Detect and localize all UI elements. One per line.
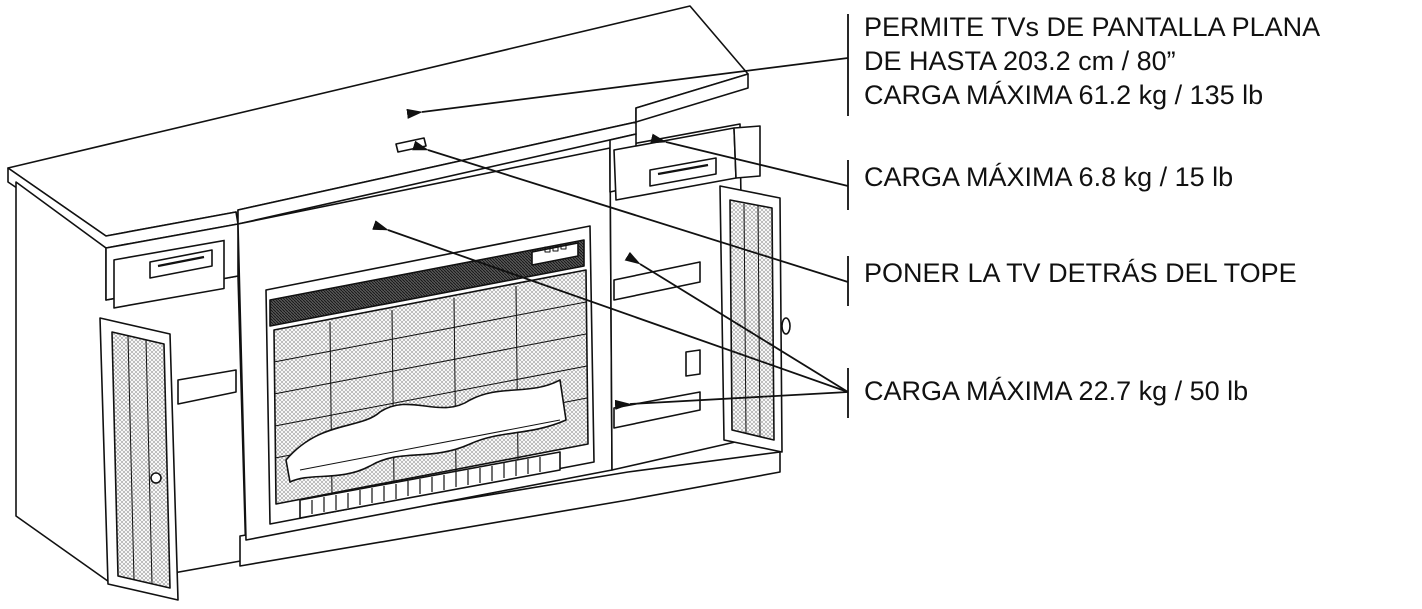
right-door-knob: [781, 317, 791, 335]
callout-drawer: CARGA MÁXIMA 6.8 kg / 15 lb: [864, 160, 1233, 194]
right-drawer-handle: [657, 163, 709, 176]
callout-tv-top-line-3: CARGA MÁXIMA 61.2 kg / 135 lb: [864, 80, 1264, 110]
callout-stopper-text: PONER LA TV DETRÁS DEL TOPE: [864, 258, 1297, 288]
callout-shelves-text: CARGA MÁXIMA 22.7 kg / 50 lb: [864, 376, 1249, 406]
left-shelf: [177, 369, 237, 405]
left-drawer-handle: [157, 255, 205, 268]
base-plinth: [239, 451, 781, 567]
leader-drawer: [650, 133, 849, 187]
callout-shelves: CARGA MÁXIMA 22.7 kg / 50 lb: [864, 374, 1248, 408]
callout-drawer-text: CARGA MÁXIMA 6.8 kg / 15 lb: [864, 162, 1234, 192]
left-door-knob: [150, 472, 162, 484]
leader-stopper: [412, 140, 849, 283]
callout-stopper: PONER LA TV DETRÁS DEL TOPE: [864, 256, 1297, 290]
heater-grille: [269, 239, 585, 327]
leader-tv-top: [406, 57, 849, 119]
callout-tv-top-line-1: PERMITE TVs DE PANTALLA PLANA: [864, 12, 1321, 42]
leader-shelf-center: [372, 220, 849, 393]
faux-logs: [285, 379, 567, 483]
leader-shelf-right-lower: [614, 391, 849, 410]
callout-tv-top-line-2: DE HASTA 203.2 cm / 80”: [864, 46, 1176, 76]
callout-tv-top: PERMITE TVs DE PANTALLA PLANA DE HASTA 2…: [864, 10, 1320, 112]
front-vent: [299, 451, 561, 519]
right-upper-shelf: [613, 261, 701, 301]
right-door-hinge: [685, 349, 701, 377]
leader-shelf-right-upper: [624, 251, 849, 393]
